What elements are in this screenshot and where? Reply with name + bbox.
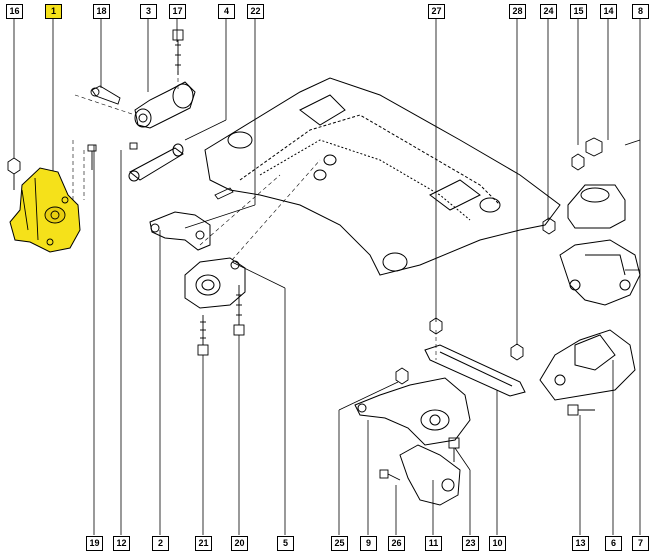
part-1-engine-mount (9, 167, 81, 253)
callout-16: 16 (6, 4, 23, 19)
part-22-bolt (214, 187, 234, 200)
callout-20: 20 (231, 536, 248, 551)
callout-13: 13 (572, 536, 589, 551)
part-16-nut (7, 157, 21, 190)
callout-9: 9 (360, 536, 377, 551)
callout-15: 15 (570, 4, 587, 19)
callout-3: 3 (140, 4, 157, 19)
part-13-bolt (567, 404, 595, 416)
callout-11: 11 (425, 536, 442, 551)
callout-7: 7 (632, 536, 649, 551)
part-25-bolt (395, 367, 409, 385)
leader-lines (13, 17, 641, 535)
callout-27: 27 (428, 4, 445, 19)
callout-12: 12 (113, 536, 130, 551)
part-10-crossbar (424, 344, 526, 397)
part-4-link-rod (128, 143, 184, 182)
callout-4: 4 (218, 4, 235, 19)
callout-1-highlighted: 1 (45, 4, 62, 19)
part-18-bolt (90, 85, 121, 105)
part-14-nut (585, 137, 603, 157)
callout-2: 2 (152, 536, 169, 551)
part-19-stud (87, 144, 97, 170)
part-3-torque-rod (134, 81, 196, 129)
part-17-bolt (172, 29, 184, 75)
callout-19: 19 (86, 536, 103, 551)
callout-10: 10 (489, 536, 506, 551)
callout-28: 28 (509, 4, 526, 19)
callout-26: 26 (388, 536, 405, 551)
callout-24: 24 (540, 4, 557, 19)
assembly-axes (72, 50, 437, 360)
callout-14: 14 (600, 4, 617, 19)
callout-25: 25 (331, 536, 348, 551)
part-9-bracket (354, 377, 471, 446)
part-20-bolt (233, 285, 245, 336)
part-7-mount-bracket (559, 239, 641, 306)
part-5-cushion-mount (184, 257, 246, 309)
part-8-mount-pad (567, 184, 626, 229)
callout-17: 17 (169, 4, 186, 19)
part-11-lower-bracket (399, 444, 461, 506)
callout-18: 18 (93, 4, 110, 19)
subframe (204, 77, 561, 276)
callout-23: 23 (462, 536, 479, 551)
part-27-nut (429, 317, 443, 335)
part-12-bolt (129, 142, 138, 150)
part-24-nut (542, 217, 556, 235)
callout-22: 22 (247, 4, 264, 19)
callout-6: 6 (605, 536, 622, 551)
part-23-bolt (448, 437, 460, 462)
part-28-nut (510, 343, 524, 361)
callout-21: 21 (195, 536, 212, 551)
part-21-bolt (197, 315, 209, 356)
callout-8: 8 (632, 4, 649, 19)
callout-5: 5 (277, 536, 294, 551)
part-15-nut (571, 153, 585, 171)
part-2-bracket (149, 211, 211, 251)
part-26-bolt (379, 469, 401, 481)
part-6-gearbox-support (539, 329, 636, 401)
